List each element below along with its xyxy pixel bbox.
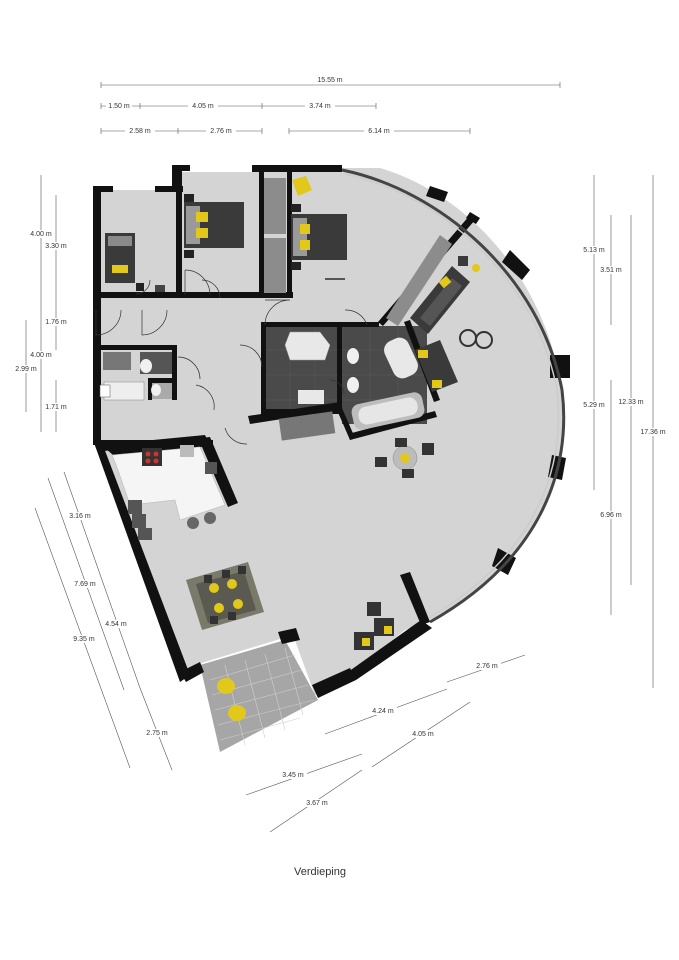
- dim-label: 6.14 m: [368, 128, 390, 135]
- bed-master: [291, 176, 347, 280]
- terrace-chair: [228, 705, 246, 721]
- lounge-chairs: [354, 602, 394, 650]
- window-pier: [502, 250, 530, 280]
- dim-label: 9.35 m: [73, 636, 95, 643]
- dim-label: 1.71 m: [45, 404, 67, 411]
- dim-label: 2.99 m: [15, 366, 37, 373]
- dim-label: 6.96 m: [600, 512, 622, 519]
- bed-single: [105, 233, 165, 292]
- dimension-left: 4.00 m 3.30 m 1.76 m 4.00 m 2.99 m 1.71 …: [13, 175, 69, 432]
- dim-label: 3.45 m: [282, 772, 304, 779]
- doors: [95, 269, 368, 445]
- terrace: [200, 640, 318, 752]
- terrace-chair: [217, 678, 235, 694]
- dim-label: 3.30 m: [45, 243, 67, 250]
- bathroom-fixtures: [99, 331, 425, 430]
- dim-label: 4.05 m: [412, 731, 434, 738]
- dim-label: 4.24 m: [372, 708, 394, 715]
- dimension-top-row2: 1.50 m 4.05 m 3.74 m: [100, 102, 377, 110]
- dim-label: 17.36 m: [640, 429, 665, 436]
- dimension-right: 5.13 m 3.51 m 5.29 m 6.96 m 12.33 m 17.3…: [580, 175, 669, 688]
- dim-label: 1.76 m: [45, 319, 67, 326]
- glass-facade: [341, 168, 566, 624]
- dim-label: 7.69 m: [74, 581, 96, 588]
- wardrobes: [103, 178, 452, 441]
- dim-label: 4.54 m: [105, 621, 127, 628]
- dim-label: 4.05 m: [192, 103, 214, 110]
- dim-label: 2.76 m: [210, 128, 232, 135]
- kitchen: [111, 445, 226, 540]
- dim-label: 12.33 m: [618, 399, 643, 406]
- dim-label: 2.76 m: [476, 663, 498, 670]
- bed-double: [184, 194, 244, 258]
- dim-label: 1.50 m: [108, 103, 130, 110]
- dim-label: 2.75 m: [146, 730, 168, 737]
- dimension-top-row3: 2.58 m 2.76 m 6.14 m: [100, 127, 471, 135]
- dim-label: 3.67 m: [306, 800, 328, 807]
- dimension-diagonal-bottom: 2.76 m 4.24 m 4.05 m 3.45 m 3.67 m: [245, 654, 526, 833]
- dimension-top-total: 15.55 m: [100, 77, 561, 88]
- living-room: [410, 256, 493, 392]
- dimension-diagonal-left: 3.16 m 7.69 m 4.54 m 9.35 m 2.75 m: [34, 471, 173, 771]
- round-table: [375, 438, 434, 478]
- dim-label: 4.00 m: [30, 352, 52, 359]
- dim-label: 3.51 m: [600, 267, 622, 274]
- dim-label: 4.00 m: [30, 231, 52, 238]
- dim-label: 5.13 m: [583, 247, 605, 254]
- dim-label: 15.55 m: [317, 77, 342, 84]
- dim-label: 5.29 m: [583, 402, 605, 409]
- dim-label: 2.58 m: [129, 128, 151, 135]
- dim-label: 3.74 m: [309, 103, 331, 110]
- dim-label: 3.16 m: [69, 513, 91, 520]
- dining-area: [186, 562, 264, 630]
- floor-plan-caption: Verdieping: [294, 866, 346, 878]
